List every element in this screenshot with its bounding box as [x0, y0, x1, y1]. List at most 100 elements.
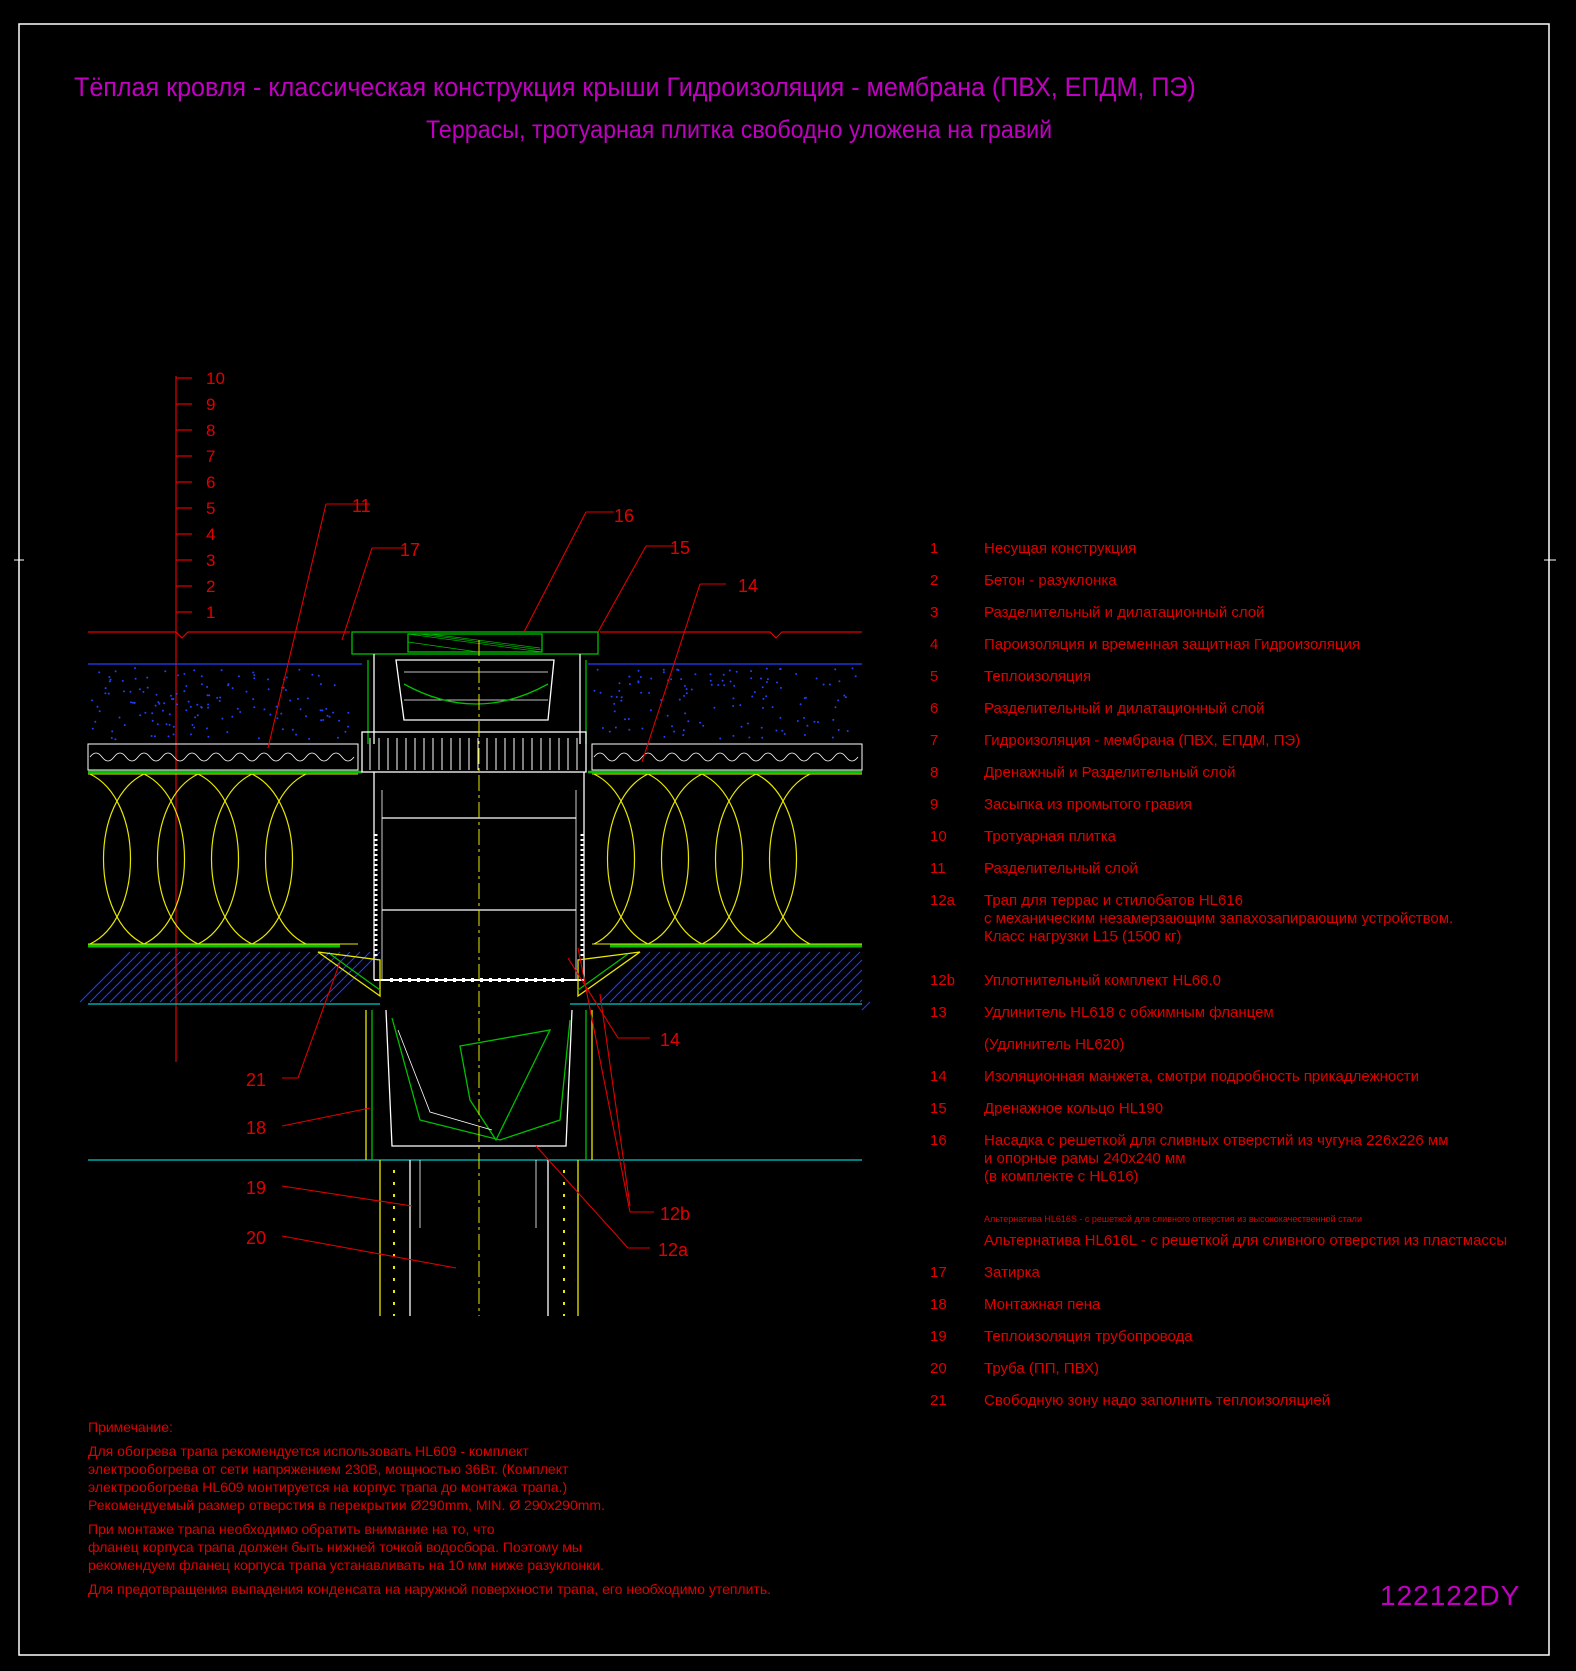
- legend-number: 1: [930, 540, 939, 557]
- legend-number: 14: [930, 1068, 947, 1085]
- legend-number: 8: [930, 764, 939, 781]
- scale-label-3: 3: [206, 551, 215, 570]
- title-line-1: Тёплая кровля - классическая конструкция…: [74, 72, 1196, 102]
- legend-line: с механическим незамерзающим запахозапир…: [984, 910, 1454, 927]
- legend-number: 5: [930, 668, 939, 685]
- legend-text: Труба (ПП, ПВХ): [984, 1360, 1544, 1378]
- legend-number: 4: [930, 636, 939, 653]
- notes-line: При монтаже трапа необходимо обратить вн…: [88, 1521, 495, 1537]
- outer-border: [18, 23, 1550, 1656]
- legend-line: Бетон - разуклонка: [984, 572, 1117, 589]
- legend-line: Теплоизоляция: [984, 668, 1092, 685]
- drawing-code: 122122DY: [1380, 1580, 1521, 1611]
- legend-line: Альтернатива HL616L - с решеткой для сли…: [984, 1232, 1508, 1249]
- legend-text: Альтернатива HL616S - с решеткой для сли…: [984, 1212, 1544, 1226]
- legend-text: Тротуарная плитка: [984, 828, 1544, 846]
- legend-line: Труба (ПП, ПВХ): [984, 1360, 1099, 1377]
- legend-text: Теплоизоляция: [984, 668, 1544, 686]
- legend-line: Монтажная пена: [984, 1296, 1101, 1313]
- legend-line: Удлинитель HL618 с обжимным фланцем: [984, 1004, 1274, 1021]
- notes-line: Рекомендуемый размер отверстия в перекры…: [88, 1497, 605, 1513]
- legend-line: Теплоизоляция трубопровода: [984, 1328, 1193, 1345]
- callout-12b: 12b: [660, 1204, 690, 1224]
- legend-line: Альтернатива HL616S - с решеткой для сли…: [984, 1214, 1362, 1224]
- legend-text: Дренажный и Разделительный слой: [984, 764, 1544, 782]
- legend-line: Разделительный и дилатационный слой: [984, 604, 1265, 621]
- legend-line: Разделительный слой: [984, 860, 1138, 877]
- legend-text: Бетон - разуклонка: [984, 572, 1544, 590]
- notes-line: Для предотвращения выпадения конденсата …: [88, 1581, 772, 1597]
- legend-text: Засыпка из промытого гравия: [984, 796, 1544, 814]
- legend-line: Трап для террас и стилобатов HL616: [984, 892, 1244, 909]
- notes-p1: Для обогрева трапа рекомендуется использ…: [88, 1442, 771, 1514]
- legend-number: 19: [930, 1328, 947, 1345]
- legend-line: Несущая конструкция: [984, 540, 1137, 557]
- legend-line: Засыпка из промытого гравия: [984, 796, 1192, 813]
- legend-text: Изоляционная манжета, смотри подробность…: [984, 1068, 1544, 1086]
- legend-text: Затирка: [984, 1264, 1544, 1282]
- legend-number: 9: [930, 796, 939, 813]
- legend-text: Пароизоляция и временная защитная Гидрои…: [984, 636, 1544, 654]
- legend-number: 6: [930, 700, 939, 717]
- legend-text: Дренажное кольцо HL190: [984, 1100, 1544, 1118]
- scale-label-10: 10: [206, 369, 225, 388]
- legend-number: 17: [930, 1264, 947, 1281]
- legend-line: (Удлинитель HL620): [984, 1036, 1125, 1053]
- notes-p3: Для предотвращения выпадения конденсата …: [88, 1580, 771, 1598]
- legend-line: Изоляционная манжета, смотри подробность…: [984, 1068, 1419, 1085]
- legend-line: Дренажное кольцо HL190: [984, 1100, 1164, 1117]
- callout-14-top: 14: [738, 576, 758, 596]
- callout-14-bottom: 14: [660, 1030, 680, 1050]
- legend-line: и опорные рамы 240x240 мм: [984, 1150, 1186, 1167]
- legend-number: 15: [930, 1100, 947, 1117]
- legend-text: Несущая конструкция: [984, 540, 1544, 558]
- scale-label-9: 9: [206, 395, 215, 414]
- legend-line: Пароизоляция и временная защитная Гидрои…: [984, 636, 1360, 653]
- legend-text: Уплотнительный комплект HL66.0: [984, 972, 1544, 990]
- legend-line: Свободную зону надо заполнить теплоизоля…: [984, 1392, 1331, 1409]
- legend-text: Гидроизоляция - мембрана (ПВХ, ЕПДМ, ПЭ): [984, 732, 1544, 750]
- legend-line: Дренажный и Разделительный слой: [984, 764, 1236, 781]
- legend-text: Разделительный и дилатационный слой: [984, 604, 1544, 622]
- legend-number: 21: [930, 1392, 947, 1409]
- legend-number: 18: [930, 1296, 947, 1313]
- callout-17: 17: [400, 540, 420, 560]
- legend-number: 10: [930, 828, 947, 845]
- legend-line: Класс нагрузки L15 (1500 кг): [984, 928, 1182, 945]
- legend-text: Удлинитель HL618 с обжимным фланцем: [984, 1004, 1544, 1022]
- legend-line: Уплотнительный комплект HL66.0: [984, 972, 1221, 989]
- notes: Примечание: Для обогрева трапа рекоменду…: [88, 1418, 771, 1604]
- legend-number: 2: [930, 572, 939, 589]
- scale-label-1: 1: [206, 603, 215, 622]
- notes-line: фланец корпуса трапа должен быть нижней …: [88, 1539, 582, 1555]
- callout-21: 21: [246, 1070, 266, 1090]
- legend-text: Монтажная пена: [984, 1296, 1544, 1314]
- legend-number: 3: [930, 604, 939, 621]
- legend-number: 20: [930, 1360, 947, 1377]
- legend-number: 16: [930, 1132, 947, 1149]
- callout-16: 16: [614, 506, 634, 526]
- notes-heading: Примечание:: [88, 1419, 173, 1435]
- legend-text: Свободную зону надо заполнить теплоизоля…: [984, 1392, 1544, 1410]
- notes-line: рекомендуем фланец корпуса трапа устанав…: [88, 1557, 604, 1573]
- legend-text: Насадка с решеткой для сливных отверстий…: [984, 1132, 1544, 1186]
- scale-label-5: 5: [206, 499, 215, 518]
- notes-line: электрообогрева HL609 монтируется на кор…: [88, 1479, 568, 1495]
- legend-number: 13: [930, 1004, 947, 1021]
- legend-text: Разделительный слой: [984, 860, 1544, 878]
- notes-line: Для обогрева трапа рекомендуется использ…: [88, 1443, 529, 1459]
- scale-label-8: 8: [206, 421, 215, 440]
- legend-line: Разделительный и дилатационный слой: [984, 700, 1265, 717]
- legend-line: (в комплекте с HL616): [984, 1168, 1139, 1185]
- legend-line: Затирка: [984, 1264, 1040, 1281]
- callout-18: 18: [246, 1118, 266, 1138]
- callout-12a: 12a: [658, 1240, 689, 1260]
- scale-label-4: 4: [206, 525, 215, 544]
- scale-label-7: 7: [206, 447, 215, 466]
- callout-15: 15: [670, 538, 690, 558]
- legend-line: Насадка с решеткой для сливных отверстий…: [984, 1132, 1449, 1149]
- legend-number: 12a: [930, 892, 956, 909]
- legend-text: Альтернатива HL616L - с решеткой для сли…: [984, 1232, 1544, 1250]
